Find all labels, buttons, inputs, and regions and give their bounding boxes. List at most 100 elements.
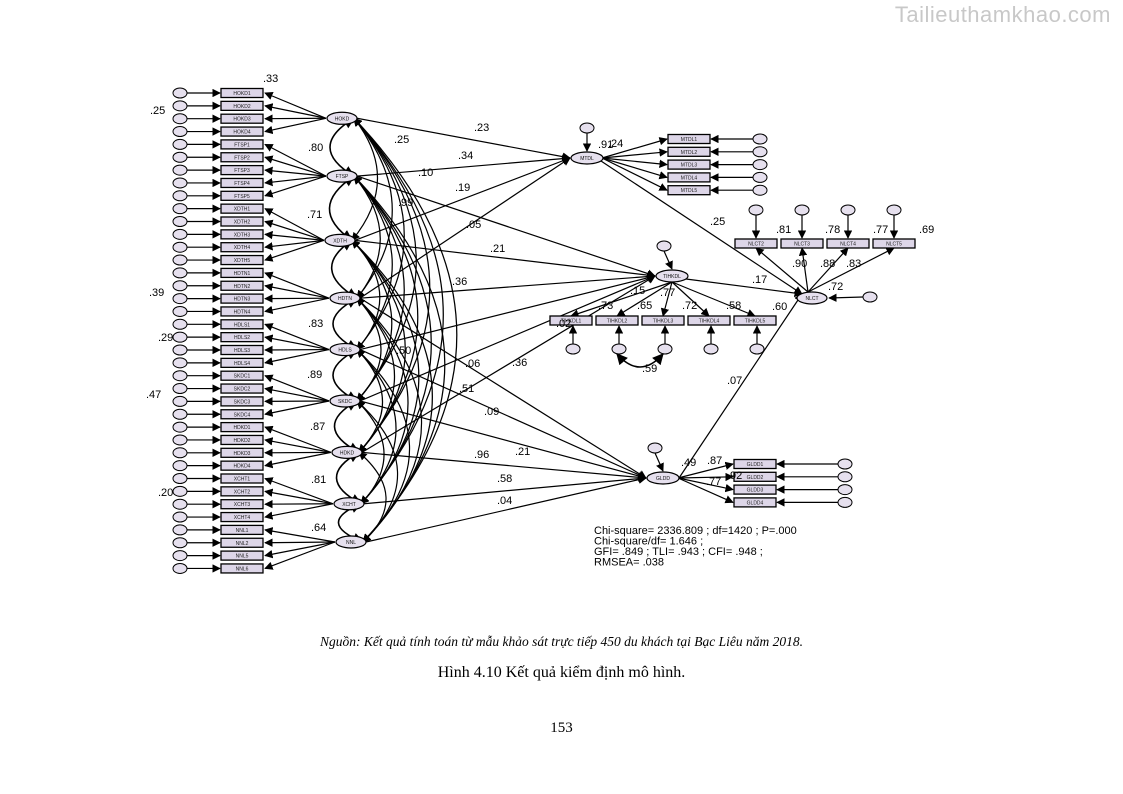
covariance-arc — [356, 297, 396, 453]
structural-path — [600, 160, 803, 295]
indicator-label: TIHKDL1 — [561, 319, 582, 325]
loading-path — [264, 219, 325, 241]
indicator-label: HDKD2 — [234, 438, 251, 444]
indicator-box — [220, 216, 264, 227]
error-term — [172, 305, 188, 317]
loading-path — [677, 477, 734, 493]
error-term — [172, 190, 188, 202]
indicator-box — [220, 242, 264, 253]
indicator-label: XDTH2 — [234, 220, 251, 226]
loading-path — [264, 239, 325, 251]
error-term — [657, 343, 673, 355]
latent-label: MTDL — [580, 156, 594, 162]
path-coefficient: .71 — [307, 209, 322, 221]
indicator-box — [220, 113, 264, 124]
loading-path — [264, 103, 327, 119]
path-coefficient: .72 — [682, 300, 697, 312]
structural-path — [356, 154, 571, 177]
path-coefficient: .58 — [726, 300, 741, 312]
indicator-box — [220, 229, 264, 240]
structural-path — [363, 474, 647, 505]
indicator-label: TIHKDL5 — [745, 319, 766, 325]
path-coefficient: .36 — [452, 276, 467, 288]
latent-construct — [326, 111, 358, 125]
loading-path — [755, 247, 809, 293]
loading-path — [601, 137, 668, 159]
loading-path — [671, 281, 710, 317]
structural-path — [685, 278, 803, 298]
indicator-label: FTSP5 — [234, 194, 250, 200]
error-term — [172, 331, 188, 343]
error-term — [172, 113, 188, 125]
latent-construct — [329, 342, 361, 357]
indicator-label: HOKD3 — [233, 117, 250, 123]
path-coefficient: .36 — [512, 357, 527, 369]
latent-label: XDTH — [333, 238, 347, 244]
structural-paths — [187, 88, 899, 573]
loading-path — [264, 477, 334, 505]
indicator-label: GLDD4 — [747, 500, 764, 506]
path-coefficient: .05 — [466, 219, 481, 231]
covariance-arc — [330, 239, 358, 299]
error-term — [794, 204, 810, 216]
latent-construct — [570, 151, 604, 165]
structural-path — [359, 157, 571, 299]
path-coefficient: .23 — [474, 122, 489, 134]
indicator-label: HDLS3 — [234, 348, 250, 354]
latent-construct — [646, 471, 680, 485]
covariance-arc — [356, 297, 409, 505]
indicator-box — [220, 434, 264, 446]
path-coefficient: .96 — [474, 449, 489, 461]
covariance-arc — [333, 400, 360, 454]
indicator-label: MTDL4 — [681, 175, 698, 181]
indicator-label: SKDC4 — [234, 412, 251, 418]
indicator-box — [595, 315, 639, 326]
latent-construct — [324, 233, 356, 247]
covariance-arc — [351, 239, 393, 402]
structural-path — [356, 175, 656, 278]
error-term — [172, 511, 188, 523]
error-term — [172, 126, 188, 138]
path-coefficient: .81 — [776, 224, 791, 236]
loading-path — [601, 148, 668, 159]
loading-path — [264, 175, 327, 198]
path-coefficient: .64 — [311, 522, 326, 534]
latent-construct — [329, 394, 361, 408]
loading-path — [264, 334, 330, 351]
indicator-box — [220, 87, 264, 99]
loading-path — [264, 92, 327, 119]
path-coefficient: .06 — [465, 358, 480, 370]
indicator-label: MTDL2 — [681, 150, 698, 156]
fit-statistic-line: RMSEA= .038 — [594, 557, 664, 569]
indicator-label: XDTH1 — [234, 207, 251, 213]
path-coefficient: .80 — [308, 142, 323, 154]
path-coefficient: .87 — [310, 421, 325, 433]
covariance-arc — [332, 297, 358, 351]
disturbance-term — [656, 240, 672, 252]
indicator-label: GLDD1 — [747, 462, 764, 468]
indicator-box — [220, 267, 264, 279]
error-term — [611, 343, 627, 355]
loading-path — [264, 175, 327, 187]
measurement-model-left: HOKD1HOKD2HOKD3HOKD4FTSP1FTSP2FTSP3FTSP4… — [172, 87, 367, 574]
indicator-label: TIHKDL3 — [653, 319, 674, 325]
error-term — [172, 421, 188, 433]
latent-label: HDTN — [338, 296, 352, 302]
indicator-label: HDTN1 — [234, 271, 251, 277]
path-coefficient: .02 — [556, 318, 571, 330]
loading-path — [264, 541, 336, 570]
path-coefficient: .81 — [311, 474, 326, 486]
indicator-label: NNL6 — [236, 566, 249, 572]
path-coefficient: .34 — [458, 150, 473, 162]
indicator-box — [220, 280, 264, 291]
path-coefficient: .60 — [772, 301, 787, 313]
path-coefficient: .25 — [710, 216, 725, 228]
error-term — [172, 485, 188, 497]
latent-construct — [326, 169, 358, 183]
indicator-box — [220, 344, 264, 356]
loading-path — [264, 348, 330, 366]
covariance-arc — [353, 117, 405, 351]
path-coefficient: .47 — [146, 389, 161, 401]
indicator-box — [220, 396, 264, 407]
indicator-label: XDTH5 — [234, 258, 251, 264]
